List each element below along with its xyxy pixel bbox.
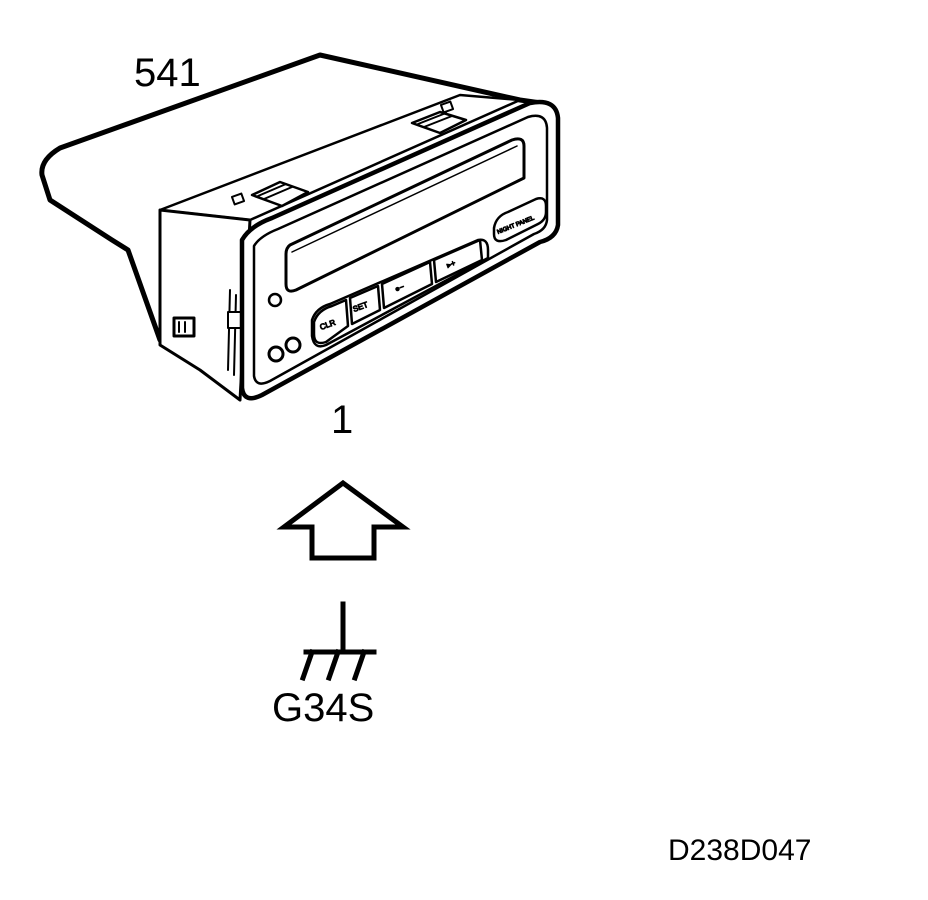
plus-button[interactable]: ▸+ bbox=[432, 238, 484, 284]
top-clip-right bbox=[410, 110, 468, 135]
information-display-unit: CLR SET ●− ▸+ NIGHT PANEL bbox=[39, 52, 561, 402]
up-arrow-icon bbox=[276, 479, 411, 561]
display-window bbox=[284, 137, 526, 293]
figure-code-label: D238D047 bbox=[668, 834, 812, 867]
set-button[interactable]: SET bbox=[348, 284, 382, 326]
indicator-led-top bbox=[267, 292, 283, 308]
ground-symbol-icon bbox=[299, 601, 377, 682]
connector-pin-label: 1 bbox=[331, 398, 354, 442]
plus-button-label: ▸+ bbox=[446, 258, 458, 270]
night-panel-button[interactable]: NIGHT PANEL bbox=[492, 197, 548, 243]
top-clip-left bbox=[250, 180, 310, 208]
component-number-label: 541 bbox=[134, 51, 201, 95]
minus-button-label: ●− bbox=[394, 282, 406, 294]
minus-button[interactable]: ●− bbox=[380, 260, 434, 310]
clr-button[interactable]: CLR bbox=[312, 298, 350, 345]
ground-point-label: G34S bbox=[272, 686, 375, 730]
indicator-led-left bbox=[267, 345, 285, 363]
indicator-led-right bbox=[284, 336, 302, 354]
